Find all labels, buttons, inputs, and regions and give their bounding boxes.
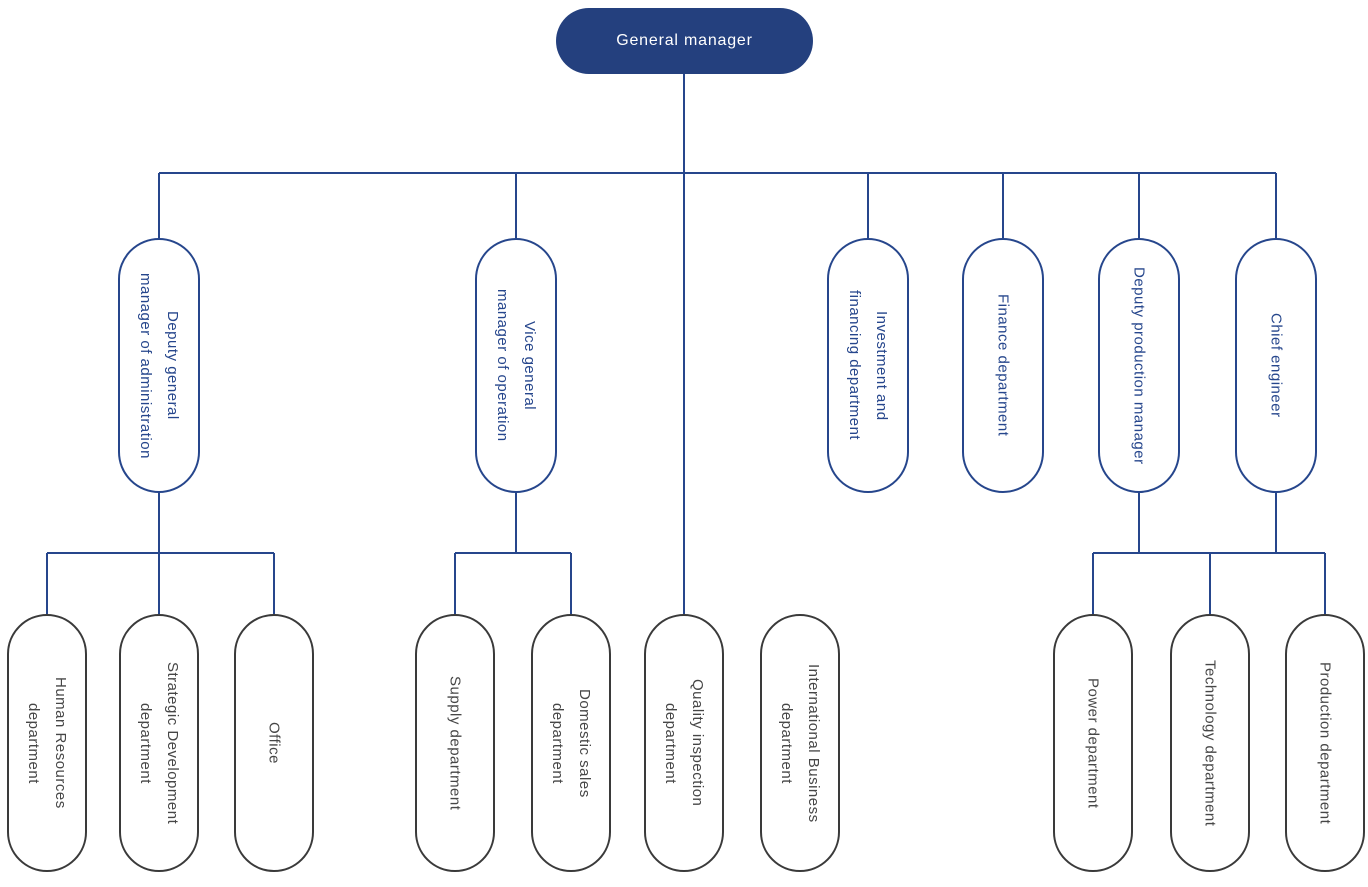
node-chief-engineer[interactable]: Chief engineer [1235, 238, 1317, 493]
node-investment-and-financing-department[interactable]: Investment and financing department [827, 238, 909, 493]
node-human-resources-department[interactable]: Human Resources department [7, 614, 87, 872]
node-production-department[interactable]: Production department [1285, 614, 1365, 872]
node-supply-department[interactable]: Supply department [415, 614, 495, 872]
node-strategic-development-department[interactable]: Strategic Development department [119, 614, 199, 872]
node-label: International Business department [778, 663, 822, 823]
connector-operation-branch [454, 492, 572, 614]
node-deputy-production-manager[interactable]: Deputy production manager [1098, 238, 1180, 493]
node-general-manager[interactable]: General manager [556, 8, 813, 74]
node-label: Vice general manager of operation [494, 289, 538, 442]
node-label: Power department [1084, 677, 1102, 809]
connector-level1-bus [158, 172, 1277, 238]
connector-production-branch [1092, 492, 1326, 614]
node-label: Chief engineer [1267, 313, 1285, 418]
node-quality-inspection-department[interactable]: Quality inspection department [644, 614, 724, 872]
node-domestic-sales-department[interactable]: Domestic sales department [531, 614, 611, 872]
node-label: Office [265, 722, 283, 764]
node-label: Strategic Development department [137, 661, 181, 825]
node-label: Technology department [1201, 659, 1219, 827]
node-vice-general-manager-of-operation[interactable]: Vice general manager of operation [475, 238, 557, 493]
node-label: Production department [1316, 661, 1334, 825]
node-label: Human Resources department [25, 677, 69, 809]
node-international-business-department[interactable]: International Business department [760, 614, 840, 872]
node-label: Deputy production manager [1130, 266, 1148, 465]
node-label: Deputy general manager of administration [137, 272, 181, 459]
node-technology-department[interactable]: Technology department [1170, 614, 1250, 872]
node-deputy-general-manager-of-administration[interactable]: Deputy general manager of administration [118, 238, 200, 493]
node-label: Quality inspection department [662, 679, 706, 807]
node-label: Investment and financing department [846, 290, 890, 441]
node-label: Finance department [994, 294, 1012, 437]
node-office[interactable]: Office [234, 614, 314, 872]
node-finance-department[interactable]: Finance department [962, 238, 1044, 493]
node-label: Domestic sales department [549, 688, 593, 798]
connector-admin-branch [46, 492, 275, 614]
node-label: General manager [616, 32, 753, 49]
node-power-department[interactable]: Power department [1053, 614, 1133, 872]
node-label: Supply department [446, 675, 464, 811]
